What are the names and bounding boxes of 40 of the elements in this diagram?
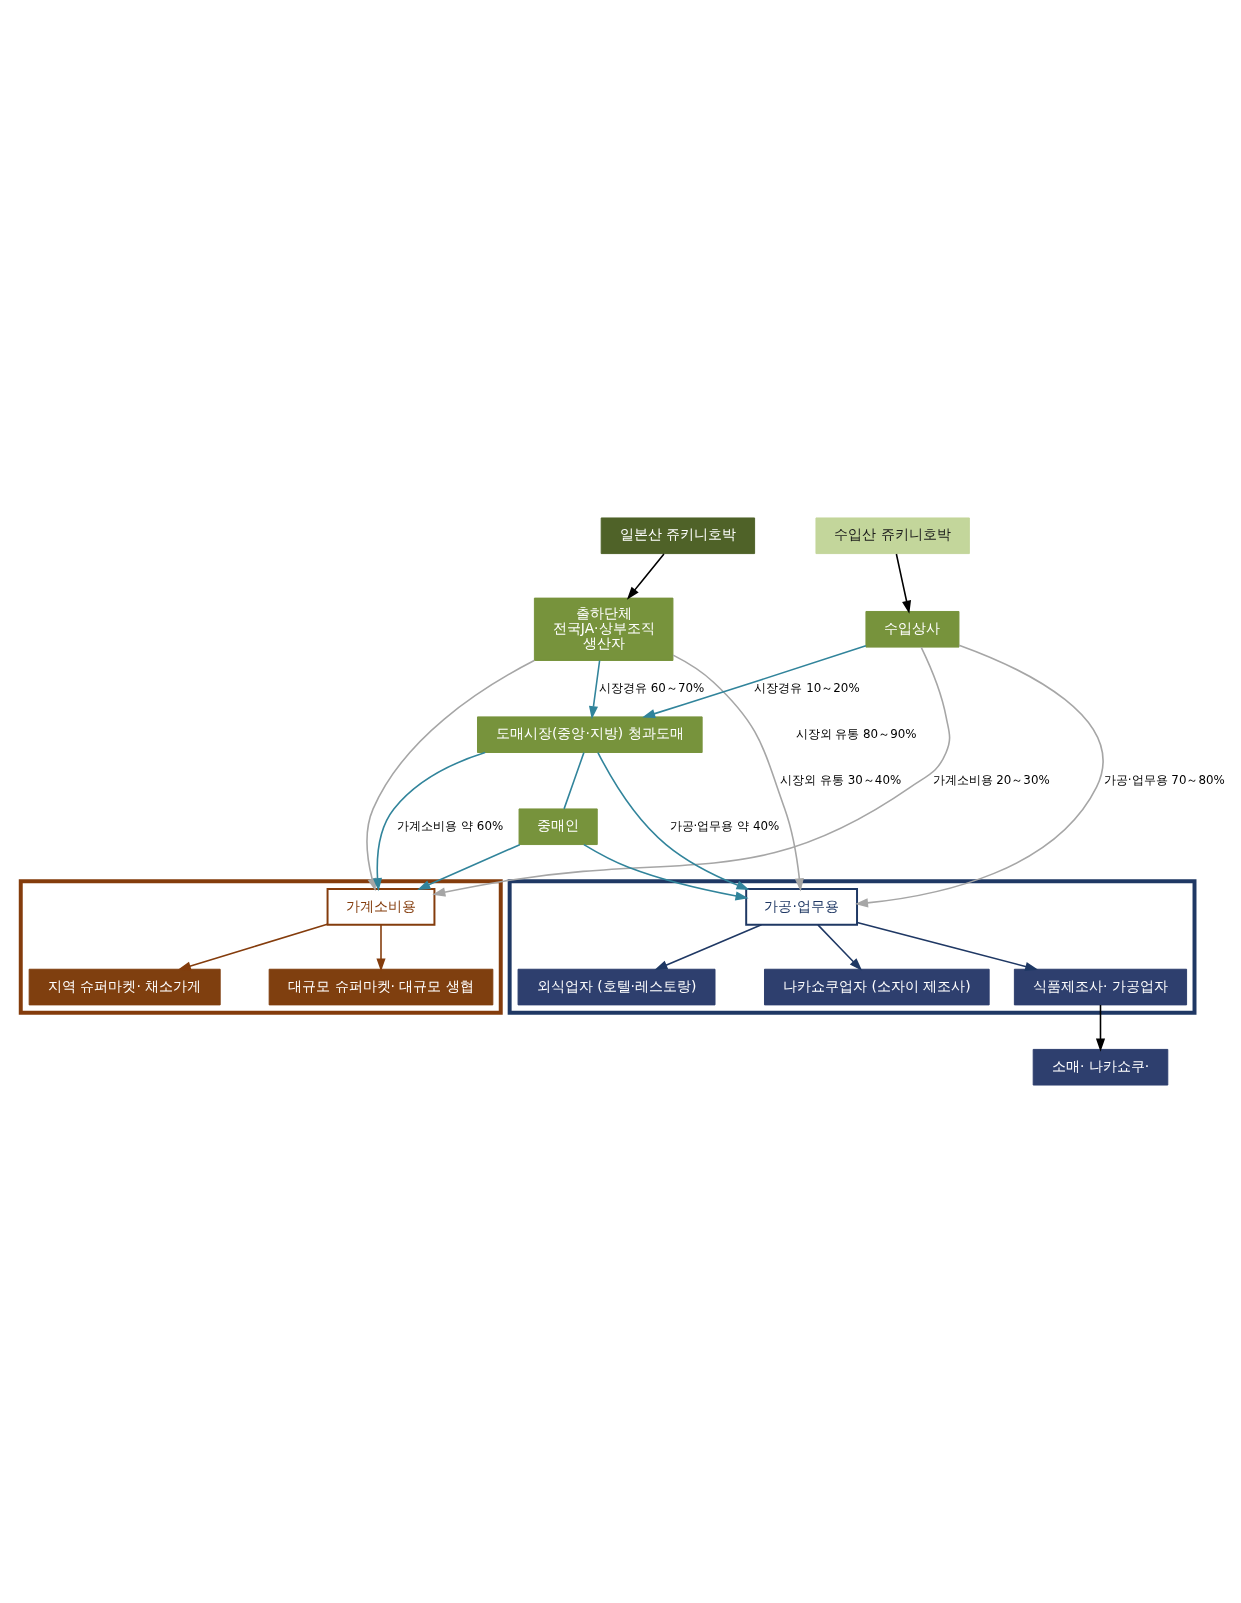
arrow [588,659,601,720]
arrow [672,654,804,892]
label: 시장외 유통 80～90% [795,726,917,741]
arrow [654,924,763,971]
node-box: 대규모 슈퍼마켓· 대규모 생협 [268,968,494,1006]
arrow [372,751,486,892]
edge-label: 시장경유 10～20% [754,680,860,695]
node-box: 도매시장(중앙·지방) 청과도매 [477,716,703,753]
node-box: 수입상사 [865,611,960,648]
edge-label: 가공·업무용 약 40% [669,818,780,833]
node-box: 출하단체 전국JA·상부조직 생산자 [533,597,674,661]
node-box: 일본산 쥬키니호박 [600,517,756,555]
node-box: 중매인 [518,808,598,846]
arrow [642,644,867,719]
edge-label: 시장경유 60～70% [599,680,705,695]
node-box: 가계소비용 [326,888,436,926]
arrow [895,553,912,614]
arrow [177,923,329,971]
node-box: 가공·업무용 [745,888,858,926]
node-box: 나카쇼쿠업자 (소자이 제조사) [764,968,990,1006]
arrow [817,924,863,971]
node-box: 외식업자 (호텔·레스토랑) [517,968,716,1006]
node-box: 식품제조사· 가공업자 [1013,968,1188,1006]
edge-label: 가계소비용 약 60% [397,818,504,833]
arrow [417,843,521,890]
arrow [854,644,1104,908]
arrow [856,921,1039,971]
node-box: 지역 슈퍼마켓· 채소가게 [28,968,221,1006]
edge-label: 가공·업무용 70～80% [1103,772,1225,787]
arrow [1095,1004,1106,1052]
edge-label: 가계소비용 20～30% [932,772,1050,787]
edge-label: 시장외 유통 30～40% [780,772,902,787]
arrow [626,553,665,600]
arrow [376,924,386,972]
arrow [597,751,750,890]
node-box: 소매· 나카쇼쿠· [1032,1048,1169,1086]
arrow [583,843,749,901]
arrow [432,646,951,897]
node-box: 수입산 쥬키니호박 [815,517,970,555]
connector [563,751,585,810]
